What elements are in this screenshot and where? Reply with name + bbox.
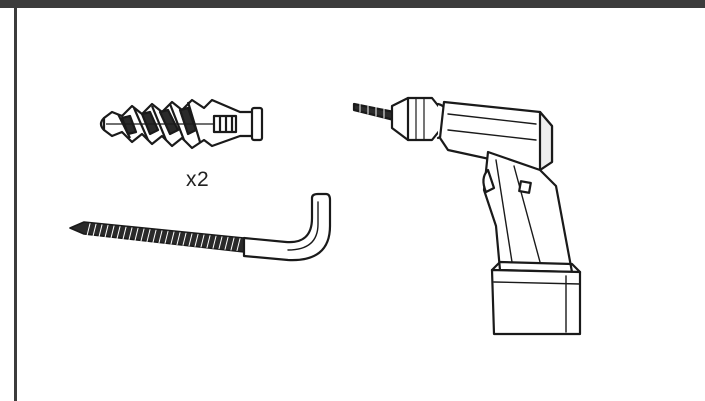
screw-thread-mark [110,225,115,239]
wall-plug-quantity-label: x2 [186,168,210,191]
left-border [14,0,17,401]
screw-thread-mark [116,226,121,240]
screw-thread-mark [194,233,199,247]
screw-thread-mark [200,234,205,248]
cordless-drill-icon [352,96,582,336]
screw-thread-mark [236,238,241,252]
screw-thread-mark [152,229,157,243]
wall-plug-icon [99,98,264,150]
screw-thread-mark [128,227,133,241]
screw-thread-mark [206,235,211,249]
screw-thread-mark [182,232,187,246]
screw-thread-mark [188,233,193,247]
screw-thread-mark [122,226,127,240]
screw-thread-mark [164,230,169,244]
screw-thread-mark [218,236,223,250]
screw-thread-mark [170,231,175,245]
hook-screw-icon [69,192,332,262]
screw-thread-mark [224,236,229,250]
top-border [0,0,705,8]
screw-thread-mark [98,224,103,238]
screw-thread-mark [212,235,217,249]
screw-thread-mark [86,223,91,237]
screw-thread-mark [140,228,145,242]
screw-thread-mark [146,229,151,243]
screw-thread-mark [104,224,109,238]
screw-thread-mark [176,232,181,246]
screw-thread-mark [92,223,97,237]
screw-thread-mark [158,230,163,244]
screw-thread-mark [230,237,235,251]
screw-thread-mark [134,227,139,241]
